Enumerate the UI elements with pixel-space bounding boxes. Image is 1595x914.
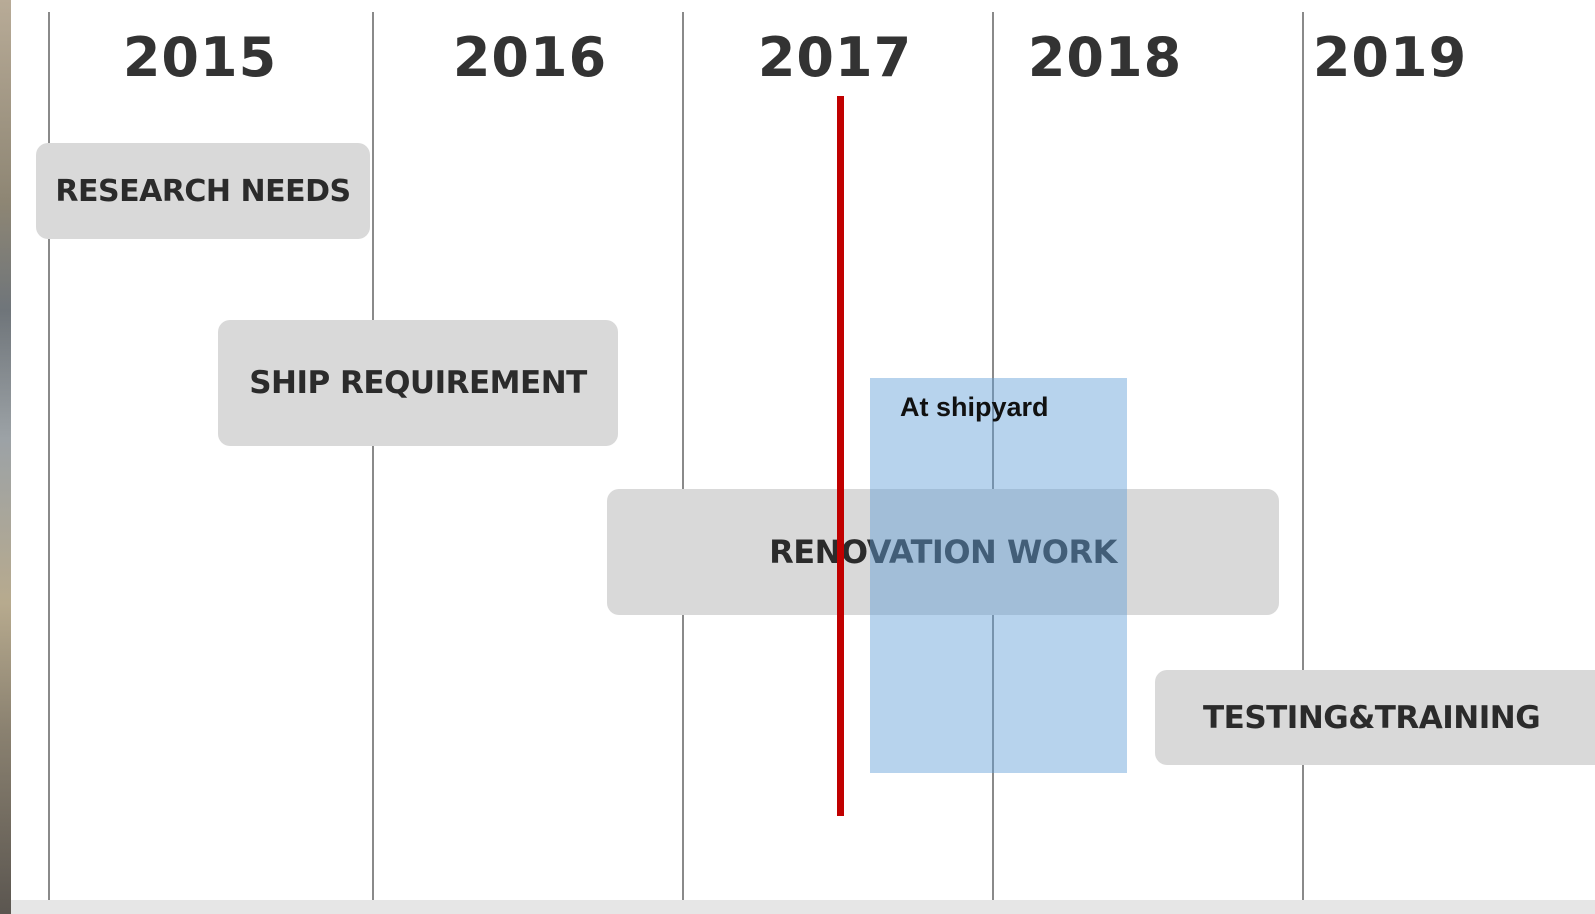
background-photo-edge <box>0 0 11 914</box>
year-label-2015: 2015 <box>122 26 278 89</box>
year-label-2016: 2016 <box>452 26 608 89</box>
shipyard-highlight-box <box>870 378 1127 773</box>
year-label-2018: 2018 <box>1027 26 1183 89</box>
bottom-band <box>11 900 1595 914</box>
year-divider <box>682 12 684 900</box>
phase-bar-ship-requirement: SHIP REQUIREMENT <box>218 320 618 446</box>
phase-label: RESEARCH NEEDS <box>55 173 351 209</box>
phase-bar-research-needs: RESEARCH NEEDS <box>36 143 370 239</box>
phase-bar-testing-training: TESTING&TRAINING <box>1155 670 1595 765</box>
year-divider <box>1302 12 1304 900</box>
year-divider <box>48 12 50 900</box>
phase-bar-renovation-work: RENOVATION WORK <box>607 489 1279 615</box>
year-label-2019: 2019 <box>1312 26 1468 89</box>
year-divider <box>992 12 994 900</box>
year-divider <box>372 12 374 900</box>
phase-label: SHIP REQUIREMENT <box>249 365 587 401</box>
shipyard-label: At shipyard <box>900 392 1049 422</box>
current-date-marker-line <box>837 96 844 816</box>
year-label-2017: 2017 <box>757 26 913 89</box>
phase-label: RENOVATION WORK <box>769 533 1117 571</box>
phase-label: TESTING&TRAINING <box>1203 699 1541 736</box>
